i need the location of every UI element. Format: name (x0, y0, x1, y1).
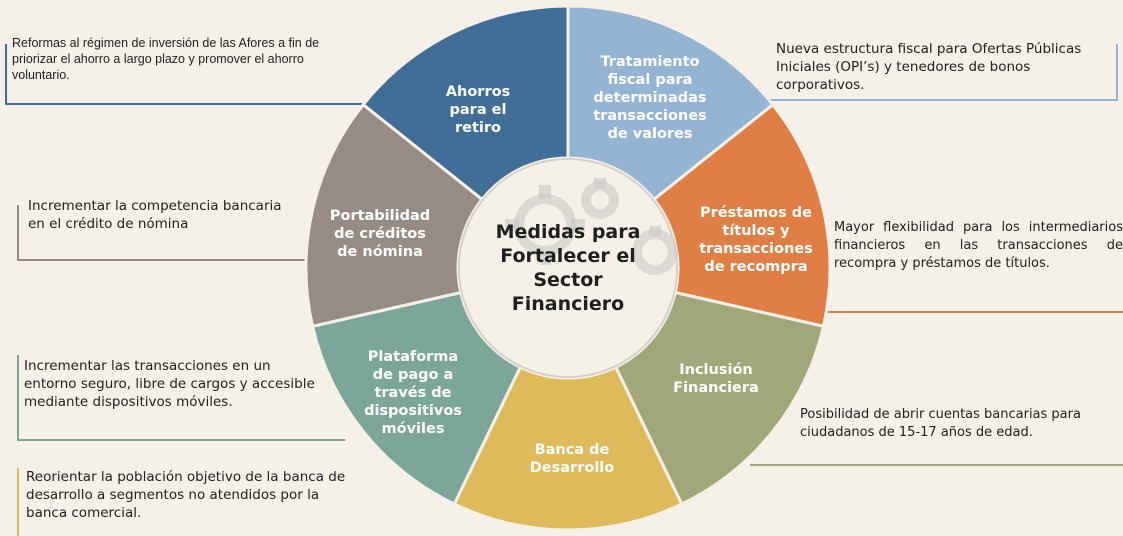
note-tratamiento: Nueva estructura fiscal para Ofertas Púb… (776, 41, 1082, 93)
connector-ahorros (5, 44, 420, 105)
note-prestamos: Mayor flexibilidad para los intermediari… (834, 220, 1123, 271)
segment-banca (452, 365, 684, 532)
segment-label-ahorros: Ahorros para el retiro (445, 84, 511, 136)
note-inclusion: Posibilidad de abrir cuentas bancarias p… (800, 407, 1081, 440)
center-circle (458, 158, 678, 378)
note-portabilidad: Incrementar la competencia bancaria en e… (28, 198, 282, 232)
note-banca: Reorientar la población objetivo de la b… (26, 469, 346, 521)
segment-label-tratamiento: Tratamiento fiscal para determinadas tra… (593, 54, 707, 142)
segment-inclusion (613, 290, 826, 507)
center-title: Medidas para Fortalecer el Sector Financ… (495, 221, 641, 315)
segment-label-portabilidad: Portabilidad de créditos de nómina (329, 208, 431, 260)
segment-label-banca: Banca de Desarrollo (529, 442, 615, 476)
connector-plataforma (17, 355, 345, 441)
note-plataforma: Incrementar las transacciones en un ento… (24, 358, 315, 410)
note-ahorros: Reformas al régimen de inversión de las … (12, 36, 320, 82)
segment-label-prestamos: Préstamos de títulos y transacciones de … (699, 205, 813, 275)
segment-plataforma (310, 290, 523, 507)
segment-label-inclusion: Inclusión Financiera (673, 362, 759, 396)
connector-portabilidad (17, 205, 312, 261)
connector-tratamiento (650, 44, 1118, 101)
segment-label-plataforma: Plataforma de pago a través de dispositi… (364, 349, 462, 437)
